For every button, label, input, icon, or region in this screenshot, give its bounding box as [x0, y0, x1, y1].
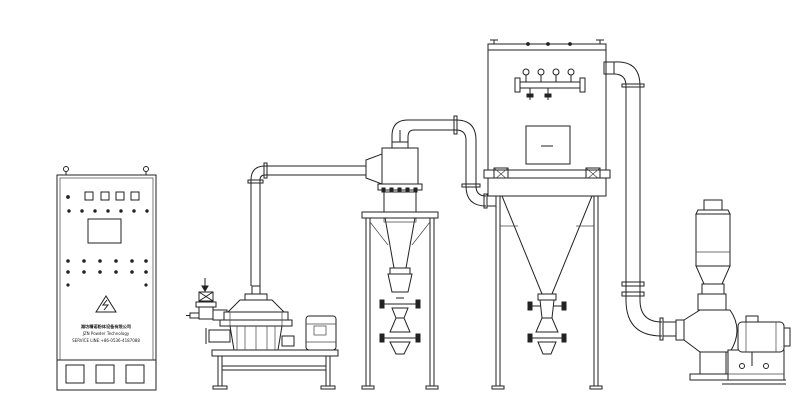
cyclone-separator — [365, 141, 423, 355]
classifier-mill — [205, 293, 339, 390]
mill-motor — [305, 315, 337, 351]
brand-name-text: JZN Powder Technology — [82, 331, 130, 336]
cabinet-meters — [67, 209, 149, 213]
cyclone-to-filter-pipe — [391, 115, 496, 209]
cabinet-indicator-lamps — [66, 191, 140, 201]
company-name-text: 潍坊精诺粉体设备有限公司 — [81, 323, 131, 330]
bag-filter-support-frame — [491, 196, 603, 390]
service-line-text: SERVICE LINE:+86-0536-4187088 — [72, 338, 140, 343]
fan-motor — [722, 315, 791, 385]
cabinet-vents — [65, 364, 145, 384]
filter-lifting-lugs — [490, 39, 604, 46]
silencer-muffler — [695, 199, 731, 295]
cabinet-control-buttons — [66, 259, 148, 287]
filter-access-door — [525, 125, 571, 165]
cabinet-lifting-eyes — [63, 166, 149, 175]
cyclone-support-frame — [361, 211, 439, 390]
pulse-valve-manifold — [514, 68, 586, 100]
high-voltage-warning-icon — [95, 295, 117, 313]
cabinet-body — [56, 174, 157, 391]
mill-outlet-pipe — [247, 162, 366, 295]
filter-to-fan-pipe — [613, 61, 676, 341]
cabinet-display-screen — [87, 218, 122, 244]
control-cabinet: 潍坊精诺粉体设备有限公司 JZN Powder Technology SERVI… — [56, 166, 157, 391]
bag-filter-dust-collector — [483, 39, 615, 355]
screw-feeder — [186, 278, 228, 321]
